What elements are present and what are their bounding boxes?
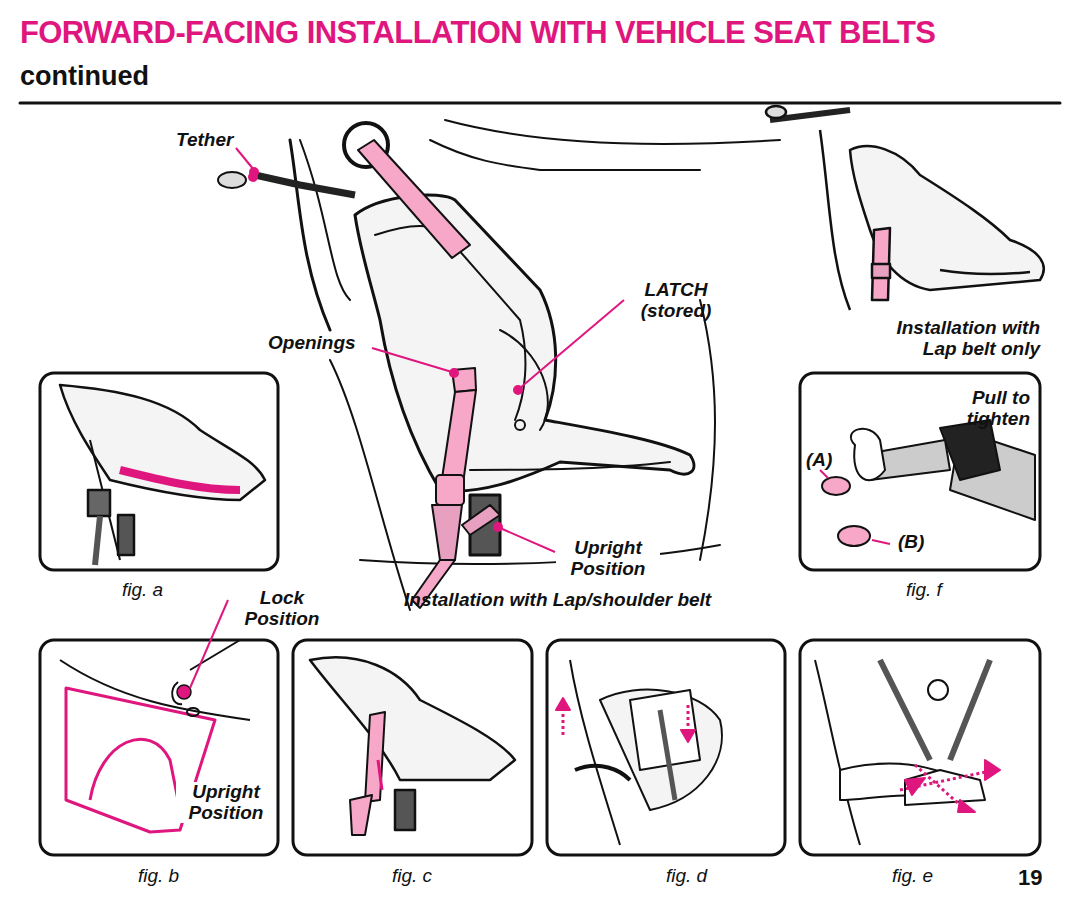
panel-fig-a bbox=[40, 373, 278, 570]
panel-fig-b bbox=[40, 640, 278, 855]
panel-fig-f bbox=[800, 373, 1040, 570]
fig-f-seat bbox=[766, 106, 1044, 310]
part-letter: (B) bbox=[898, 532, 938, 553]
main-seat bbox=[290, 120, 780, 610]
fig-d-drawing bbox=[556, 660, 722, 845]
position-label: Upright Position bbox=[556, 538, 660, 579]
method-label: Installation with Lap belt only bbox=[860, 318, 1040, 359]
method-label: Installation with Lap/shoulder belt bbox=[404, 590, 784, 611]
position-label: Upright Position bbox=[176, 782, 276, 823]
instruction-label: Pull to tighten bbox=[930, 388, 1030, 429]
figure-label: fig. a bbox=[122, 580, 192, 601]
part-letter: (A) bbox=[806, 450, 846, 471]
fig-c-drawing bbox=[310, 657, 515, 835]
header-rule bbox=[20, 102, 1060, 105]
figure-label: fig. e bbox=[892, 866, 962, 887]
panel-fig-c bbox=[293, 640, 532, 855]
figure-label: fig. f bbox=[906, 580, 976, 601]
figure-label: fig. d bbox=[666, 866, 736, 887]
page-title: FORWARD-FACING INSTALLATION WITH VEHICLE… bbox=[20, 16, 935, 49]
subtitle: continued bbox=[20, 62, 149, 91]
panel-fig-e bbox=[800, 640, 1040, 855]
panel-fig-d bbox=[547, 640, 785, 855]
fig-f-drawing bbox=[820, 420, 1035, 546]
part-label: Tether bbox=[176, 130, 256, 151]
part-label: Openings bbox=[268, 333, 378, 354]
main-belts bbox=[218, 123, 500, 608]
fig-a-drawing bbox=[60, 385, 265, 565]
part-label: LATCH (stored) bbox=[626, 280, 726, 321]
figure-label: fig. b bbox=[138, 866, 208, 887]
position-label: Lock Position bbox=[232, 588, 332, 629]
page-number: 19 bbox=[1018, 866, 1058, 890]
fig-e-drawing bbox=[815, 660, 1000, 845]
figure-label: fig. c bbox=[392, 866, 462, 887]
